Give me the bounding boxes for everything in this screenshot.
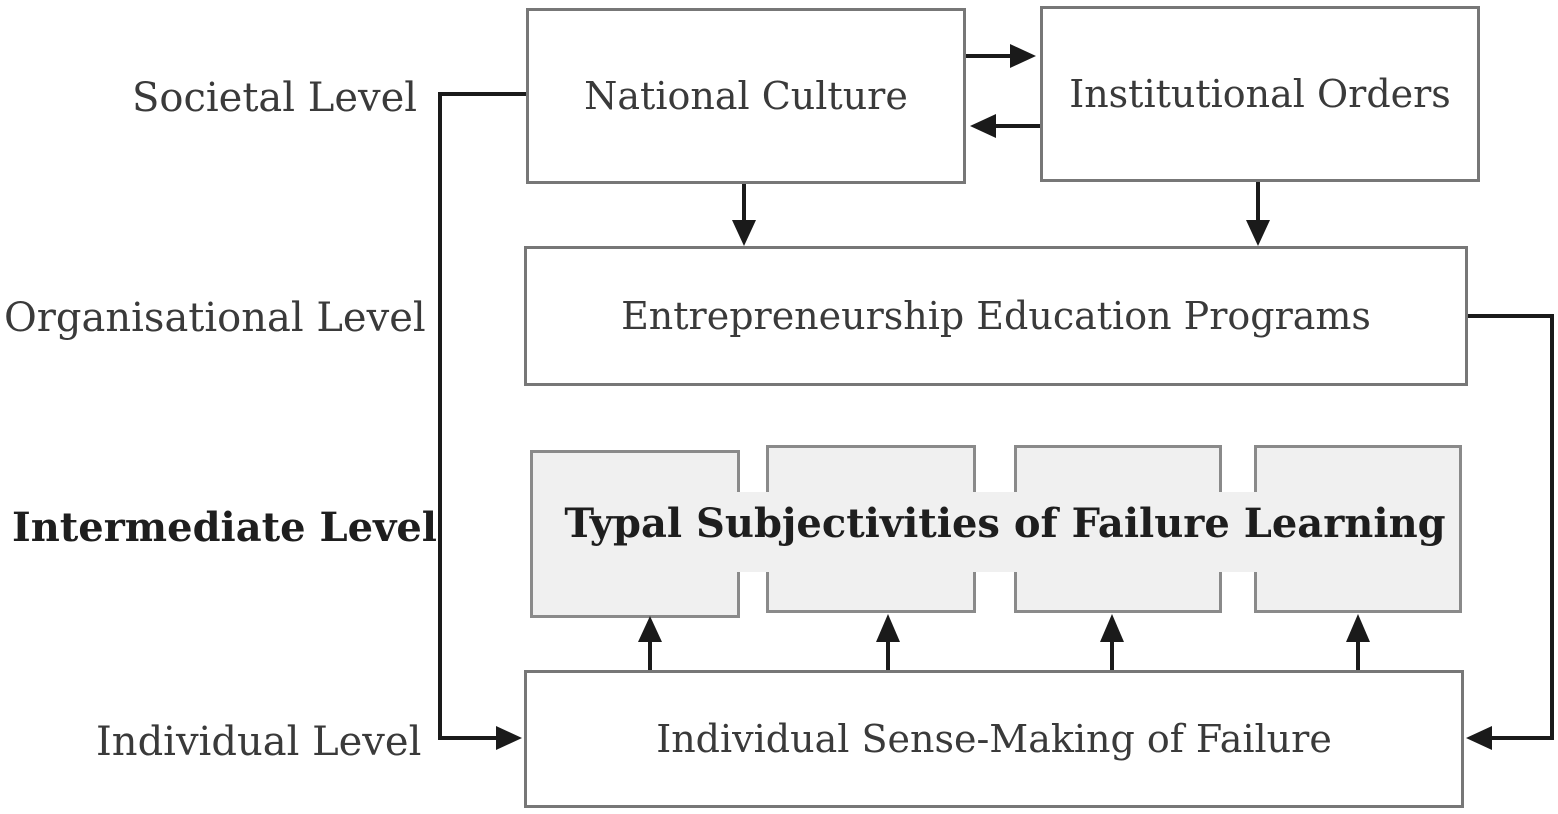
typal-subjectivities-label: Typal Subjectivities of Failure Learning [564,500,1446,547]
institutional-orders-label: Institutional Orders [1069,72,1451,116]
institutional-orders-box: Institutional Orders [1040,6,1480,182]
arrowhead-individual-to-typal-3 [1100,614,1124,642]
societal-level-label: Societal Level [132,75,418,121]
arrowhead-institutions-to-education [1246,220,1270,246]
typal-bridge [700,492,1440,572]
arrowhead-culture-to-individual [496,726,522,750]
arrowhead-culture-to-education [732,220,756,246]
arrowhead-individual-to-typal-4 [1346,614,1370,642]
individual-level-label: Individual Level [96,719,422,765]
arrowhead-individual-to-typal-2 [876,614,900,642]
entrepreneurship-education-box: Entrepreneurship Education Programs [524,246,1468,386]
arrowhead-education-to-individual [1466,726,1492,750]
arrow-education-to-individual [1468,314,1554,740]
national-culture-label: National Culture [584,74,908,118]
arrowhead-institutions-to-culture [970,114,996,138]
intermediate-level-label: Intermediate Level [12,504,437,551]
national-culture-box: National Culture [526,8,966,184]
arrowhead-culture-to-institutions [1010,44,1036,68]
arrow-culture-to-individual [438,92,526,740]
arrowhead-individual-to-typal-1 [638,616,662,642]
individual-sense-making-label: Individual Sense-Making of Failure [656,717,1332,761]
organisational-level-label: Organisational Level [4,295,426,341]
entrepreneurship-education-label: Entrepreneurship Education Programs [621,294,1371,338]
individual-sense-making-box: Individual Sense-Making of Failure [524,670,1464,808]
